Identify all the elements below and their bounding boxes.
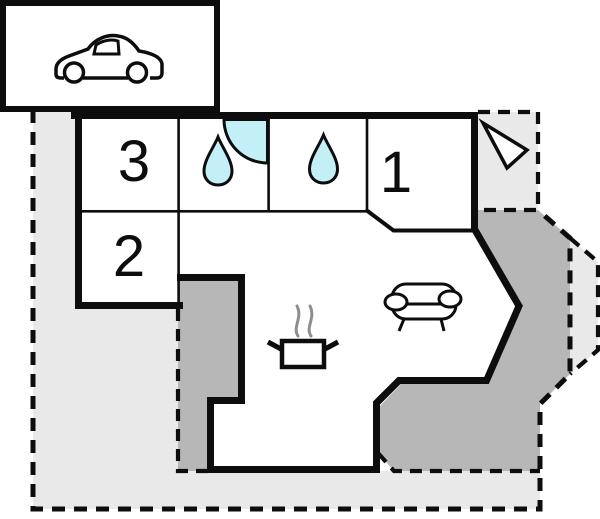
terrace-east-bay-boundary	[568, 236, 600, 376]
car-icon	[54, 33, 164, 84]
water-drop-icon	[202, 132, 234, 187]
room-labels: 1 2 3	[113, 129, 412, 289]
kitchen-symbols	[266, 304, 340, 370]
outer-wall	[71, 112, 523, 473]
shower-icon	[222, 118, 269, 165]
terrace-southeast-boundary	[376, 451, 540, 474]
carport-box	[0, 0, 220, 112]
terrace-west-strip-boundary	[175, 309, 209, 474]
water-drop-icon	[307, 130, 340, 185]
cooking-pot-icon	[266, 338, 340, 370]
terrace-dashed-boundaries	[30, 109, 600, 512]
terrace-areas	[33, 112, 598, 509]
bathroom-symbols	[202, 118, 340, 187]
terrace-northeast-boundary	[478, 109, 541, 213]
carport	[0, 0, 220, 112]
terrace-left-area	[33, 112, 540, 509]
walls	[71, 112, 523, 473]
room-label-3: 3	[118, 129, 150, 194]
sofa-icon	[383, 282, 463, 332]
room-label-1: 1	[380, 140, 412, 205]
steam-icon	[294, 304, 314, 338]
north-arrow-icon	[478, 118, 530, 171]
terrace-dark-southeast-area	[378, 210, 570, 471]
terrace-dark-west-strip	[178, 277, 244, 471]
terrace-east-bay-area	[570, 238, 598, 374]
room1-south-wall	[364, 207, 474, 233]
west-wing-wall	[75, 113, 183, 309]
room-label-2: 2	[113, 224, 145, 289]
